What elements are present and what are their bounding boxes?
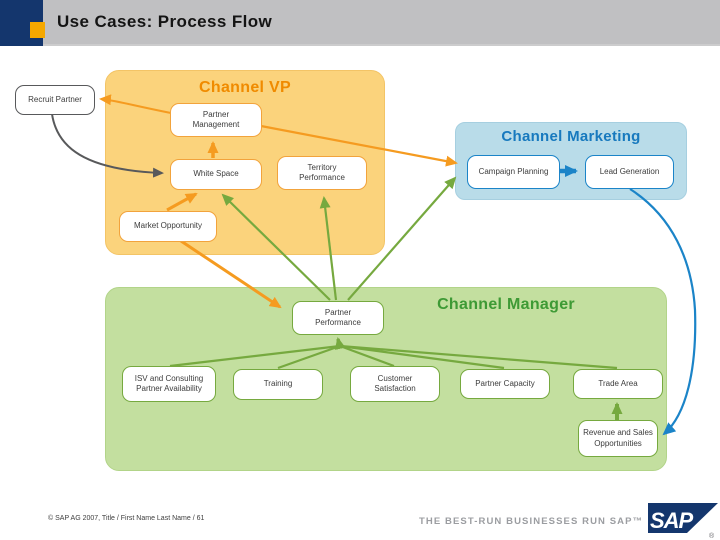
node-market-opportunity: Market Opportunity (119, 211, 217, 242)
node-partner-performance: Partner Performance (292, 301, 384, 335)
region-channel-manager-title: Channel Manager (437, 296, 575, 313)
node-isv-partner-availability: ISV and Consulting Partner Availability (122, 366, 216, 402)
node-training: Training (233, 369, 323, 400)
region-channel-marketing-title: Channel Marketing (501, 128, 641, 145)
sap-logo-text: SAP (650, 508, 694, 533)
copyright-text: © SAP AG 2007, Title / First Name Last N… (48, 515, 205, 522)
header-band (0, 0, 720, 46)
title-bullet-icon (30, 22, 45, 38)
node-campaign-planning: Campaign Planning (467, 155, 560, 189)
node-recruit-partner: Recruit Partner (15, 85, 95, 115)
node-customer-satisfaction: Customer Satisfaction (350, 366, 440, 402)
sap-logo: SAP ® (648, 503, 718, 540)
node-white-space: White Space (170, 159, 262, 190)
node-partner-capacity: Partner Capacity (460, 369, 550, 399)
node-partner-management: Partner Management (170, 103, 262, 137)
node-trade-area: Trade Area (573, 369, 663, 399)
sap-logo-shape (648, 503, 718, 533)
region-channel-vp-title: Channel VP (199, 79, 291, 96)
tagline-text: THE BEST-RUN BUSINESSES RUN SAP™ (419, 516, 644, 527)
node-revenue-sales-opportunities: Revenue and Sales Opportunities (578, 420, 658, 457)
node-lead-generation: Lead Generation (585, 155, 674, 189)
node-territory-performance: Territory Performance (277, 156, 367, 190)
sap-logo-registered: ® (709, 532, 715, 540)
page-title: Use Cases: Process Flow (57, 12, 273, 31)
